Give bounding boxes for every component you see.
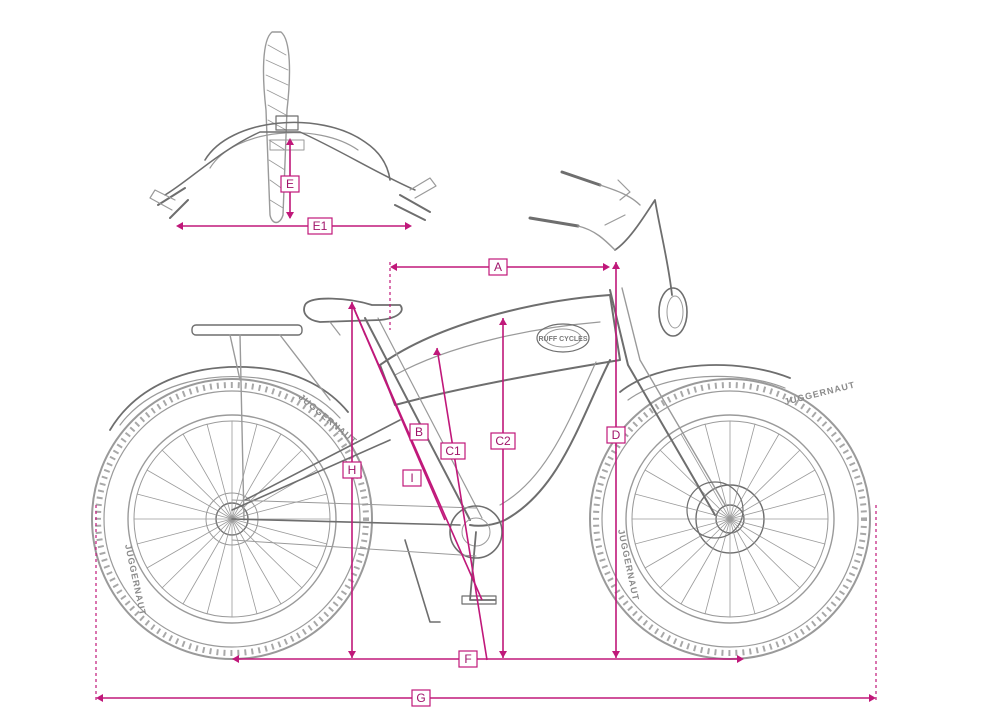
svg-text:I: I (410, 471, 413, 485)
side-view-sketch: RUFF CYCLES (91, 170, 871, 660)
svg-text:D: D (612, 428, 621, 442)
label-D: D (606, 426, 626, 444)
svg-text:E1: E1 (313, 219, 328, 233)
label-C1: C1 (440, 442, 466, 460)
svg-text:A: A (494, 260, 502, 274)
label-E1: E1 (307, 217, 333, 235)
rear-tyre-top-text: JUGGERNAUT (297, 392, 359, 447)
label-H: H (342, 461, 362, 479)
label-B: B (409, 423, 429, 441)
svg-text:C2: C2 (495, 434, 511, 448)
svg-text:C1: C1 (445, 444, 461, 458)
front-tyre-top-text: JUGGERNAUT (783, 380, 856, 407)
rear-tyre-side-text: JUGGERNAUT (123, 543, 148, 616)
svg-text:G: G (416, 691, 425, 705)
front-view-sketch (149, 31, 437, 224)
label-I: I (402, 469, 422, 487)
label-C2: C2 (490, 432, 516, 450)
label-G: G (411, 689, 431, 707)
label-A: A (488, 258, 508, 276)
svg-text:H: H (348, 463, 357, 477)
svg-text:E: E (286, 177, 294, 191)
svg-text:F: F (464, 652, 471, 666)
dimension-lines (95, 138, 877, 702)
svg-text:B: B (415, 425, 423, 439)
front-wheel (589, 378, 871, 660)
label-E: E (280, 175, 300, 193)
tank-badge-text: RUFF CYCLES (539, 336, 588, 343)
label-F: F (458, 650, 478, 668)
